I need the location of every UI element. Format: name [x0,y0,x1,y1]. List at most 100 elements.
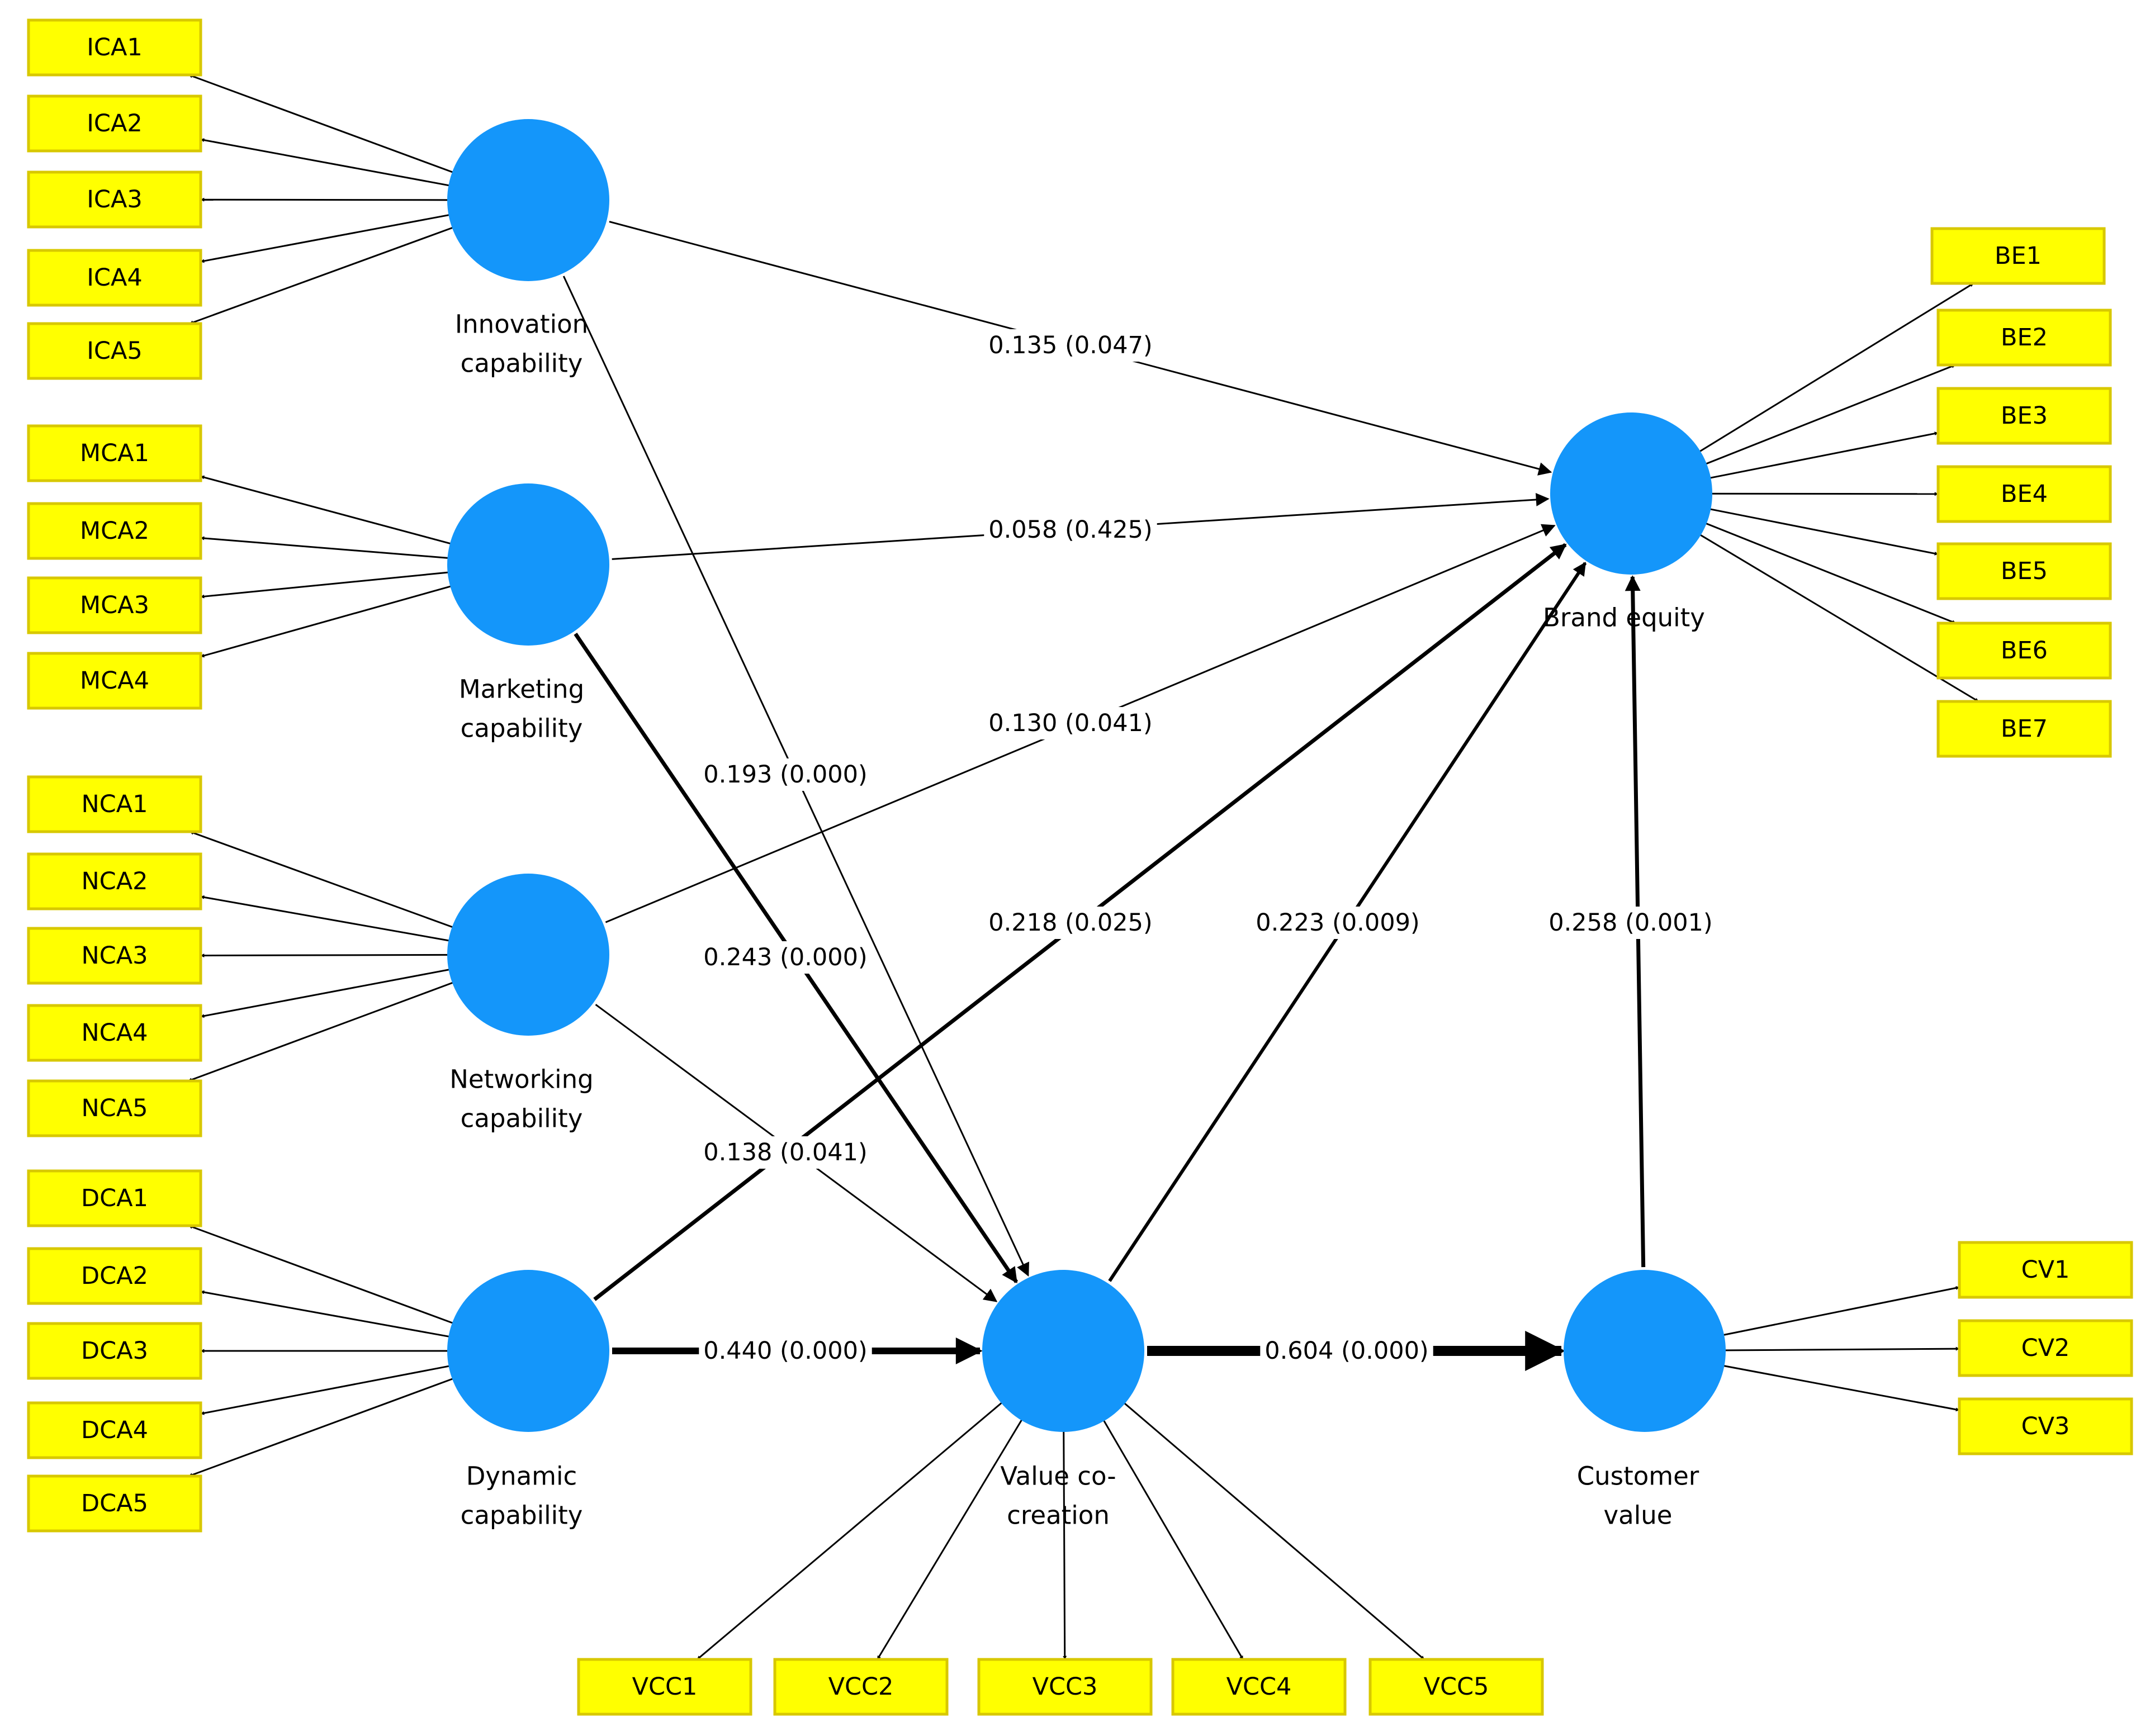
path-label-mca-be: 0.058 (0.425) [988,516,1152,544]
loading-arrow-nca1 [190,831,458,930]
latent-label-nca-2: capability [461,1104,583,1133]
path-label-dca-be: 0.218 (0.025) [988,909,1152,937]
path-label-bg-dca-vcc [699,1335,872,1367]
latent-cv[interactable] [1564,1270,1726,1432]
loading-arrow-cv2 [1720,1346,1960,1351]
indicator-ica2[interactable]: ICA2 [27,94,202,153]
indicator-box [27,652,202,710]
indicator-vcc2[interactable]: VCC2 [773,1658,949,1716]
indicator-vcc5[interactable]: VCC5 [1368,1658,1544,1716]
path-label-bg-ica-vcc [699,758,872,791]
indicator-ica4[interactable]: ICA4 [27,249,202,307]
indicator-box [27,1169,202,1227]
indicator-label: BE2 [2001,324,2048,352]
indicator-label: VCC3 [1033,1673,1098,1701]
indicator-be7[interactable]: BE7 [1936,700,2112,758]
indicator-mca4[interactable]: MCA4 [27,652,202,710]
latent-dca[interactable] [447,1270,609,1432]
indicator-vcc1[interactable]: VCC1 [577,1658,752,1716]
loading-arrow-dca2 [200,1290,454,1339]
nodes: InnovationcapabilityMarketingcapabilityN… [27,18,2133,1716]
loading-arrow-mca3 [200,571,453,599]
indicator-box [27,927,202,985]
indicator-label: ICA4 [87,264,142,292]
indicator-box [1936,700,2112,758]
indicator-vcc3[interactable]: VCC3 [977,1658,1153,1716]
loading-arrow-cv1 [1718,1286,1960,1337]
indicator-nca5[interactable]: NCA5 [27,1079,202,1137]
indicator-label: CV3 [2021,1412,2070,1440]
indicator-box [1936,542,2112,600]
indicator-be3[interactable]: BE3 [1936,387,2112,445]
path-label-cv-be: 0.258 (0.001) [1548,909,1712,937]
indicator-dca3[interactable]: DCA3 [27,1322,202,1380]
indicator-label: ICA2 [87,110,142,137]
indicator-label: ICA1 [87,34,142,61]
indicator-label: NCA4 [82,1019,148,1047]
indicator-be2[interactable]: BE2 [1936,309,2112,367]
path-label-nca-be: 0.130 (0.041) [988,709,1152,737]
indicator-label: BE4 [2001,480,2048,508]
indicator-box [773,1658,949,1716]
path-label-bg-mca-vcc [699,941,872,974]
indicator-box [1958,1319,2133,1377]
indicator-cv3[interactable]: CV3 [1958,1397,2133,1455]
indicator-mca3[interactable]: MCA3 [27,576,202,634]
indicator-ica1[interactable]: ICA1 [27,18,202,77]
indicator-vcc4[interactable]: VCC4 [1171,1658,1347,1716]
indicator-dca4[interactable]: DCA4 [27,1401,202,1459]
indicator-nca1[interactable]: NCA1 [27,775,202,833]
indicator-be1[interactable]: BE1 [1930,227,2106,285]
indicator-label: CV1 [2021,1256,2070,1284]
indicator-mca2[interactable]: MCA2 [27,502,202,560]
indicator-be6[interactable]: BE6 [1936,622,2112,680]
path-label-vcc-be: 0.223 (0.009) [1256,909,1419,937]
indicator-ica5[interactable]: ICA5 [27,322,202,380]
indicator-box [1171,1658,1347,1716]
indicator-dca2[interactable]: DCA2 [27,1247,202,1305]
indicator-label: DCA4 [81,1416,148,1444]
indicator-label: MCA3 [80,591,149,619]
latent-be[interactable] [1550,412,1712,575]
indicator-dca5[interactable]: DCA5 [27,1474,202,1533]
indicator-nca3[interactable]: NCA3 [27,927,202,985]
indicator-label: NCA2 [82,867,148,895]
indicator-cv2[interactable]: CV2 [1958,1319,2133,1377]
indicator-label: DCA1 [81,1184,148,1212]
path-label-bg-vcc-cv [1260,1335,1433,1367]
indicator-label: NCA1 [82,790,148,818]
latent-label-mca-2: capability [461,714,583,743]
indicator-nca2[interactable]: NCA2 [27,852,202,910]
indicator-nca4[interactable]: NCA4 [27,1004,202,1062]
indicator-be4[interactable]: BE4 [1936,465,2112,523]
loading-arrow-ica2 [200,138,454,187]
indicator-label: BE5 [2001,557,2048,585]
latent-label-dca-1: Dynamic [466,1462,577,1491]
loading-arrow-be6 [1701,520,1957,624]
indicator-mca1[interactable]: MCA1 [27,424,202,482]
latent-mca[interactable] [447,483,609,646]
indicator-be5[interactable]: BE5 [1936,542,2112,600]
loading-arrow-nca4 [200,967,454,1018]
indicator-box [27,1247,202,1305]
indicator-dca1[interactable]: DCA1 [27,1169,202,1227]
latent-label-ica-1: Innovation [455,310,588,339]
loading-arrow-vcc1 [697,1398,1006,1661]
path-label-backgrounds [699,329,1717,1367]
indicator-label: BE1 [1995,242,2042,270]
indicator-label: CV2 [2021,1334,2070,1362]
indicator-ica3[interactable]: ICA3 [27,170,202,229]
indicator-box [977,1658,1153,1716]
indicator-label: DCA2 [81,1262,148,1290]
path-label-mca-vcc: 0.243 (0.000) [703,943,867,971]
indicator-box [577,1658,752,1716]
path-label-bg-dca-be [984,907,1157,939]
path-label-bg-cv-be [1544,907,1717,939]
indicator-box [27,576,202,634]
indicator-box [1958,1397,2133,1455]
latent-ica[interactable] [447,119,609,281]
latent-vcc[interactable] [982,1270,1144,1432]
latent-nca[interactable] [447,874,609,1036]
indicator-cv1[interactable]: CV1 [1958,1241,2133,1299]
